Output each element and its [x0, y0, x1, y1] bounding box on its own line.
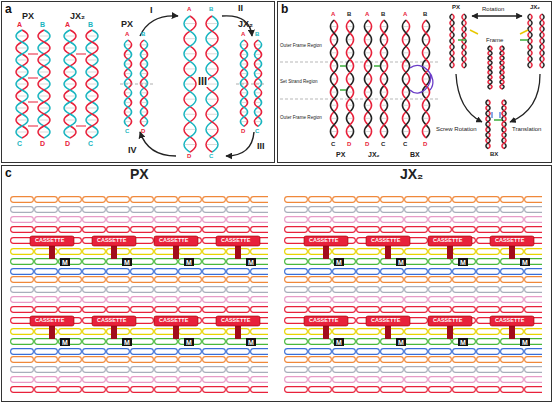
helix-drawing	[280, 14, 544, 149]
figure-label: M	[522, 259, 528, 266]
figure-label: II	[238, 4, 243, 13]
figure-label: Translation	[512, 126, 541, 132]
figure-label: CASSETTE	[371, 318, 400, 324]
figure-label: D	[141, 128, 145, 134]
figure-label: M	[398, 339, 404, 346]
figure-label: M	[248, 259, 254, 266]
figure-label: M	[522, 339, 528, 346]
figure-label: D	[187, 153, 191, 159]
figure-label: B	[209, 6, 213, 12]
figure-label: M	[124, 259, 130, 266]
figure-label: M	[336, 259, 342, 266]
figure-label: A	[125, 31, 129, 37]
figure-label: B	[88, 21, 93, 28]
transform-arrows	[456, 16, 540, 122]
figure-label: CASSETTE	[221, 238, 250, 244]
figure-label: M	[460, 259, 466, 266]
figure-label: B	[381, 11, 385, 17]
figure-label: M	[124, 339, 130, 346]
figure-label: CASSETTE	[97, 318, 126, 324]
figure-panel: b	[277, 1, 552, 163]
figure-label: PX	[22, 12, 34, 21]
helix-drawing	[16, 16, 266, 152]
figure-label: M	[460, 339, 466, 346]
figure-label: C	[125, 128, 129, 134]
figure-label: CASSETTE	[433, 318, 462, 324]
figure-label: III	[197, 76, 208, 87]
figure-label: B	[255, 31, 259, 37]
figure-label: M	[62, 339, 68, 346]
figure-label: D	[40, 140, 45, 147]
figure-label: III	[257, 142, 265, 151]
figure-label: CASSETTE	[159, 318, 188, 324]
figure-label: CASSETTE	[309, 238, 338, 244]
figure-label: CASSETTE	[433, 238, 462, 244]
figure-label: C	[17, 140, 22, 147]
figure-label: CASSETTE	[35, 318, 64, 324]
figure-label: JX₂	[368, 151, 380, 158]
panel-letter: b	[281, 3, 288, 15]
figure-label: CASSETTE	[495, 318, 524, 324]
figure-label: C	[331, 141, 335, 147]
figure-label: CASSETTE	[221, 318, 250, 324]
figure-label: PX	[336, 151, 345, 158]
step-arrows	[140, 16, 254, 156]
figure-label: C	[88, 140, 93, 147]
figure-label: Screw Rotation	[436, 126, 477, 132]
figure-label: A	[187, 6, 191, 12]
figure-label: D	[365, 141, 369, 147]
figure-label: D	[347, 141, 351, 147]
figure-label: A	[365, 11, 369, 17]
figure-label: A	[241, 31, 245, 37]
figure-label: M	[248, 339, 254, 346]
figure-label: CASSETTE	[97, 238, 126, 244]
figure-label: Outer Frame Region	[280, 116, 322, 121]
figure-label: M	[186, 259, 192, 266]
figure-label: CASSETTE	[495, 238, 524, 244]
panel-letter: a	[5, 3, 12, 15]
figure-label: CASSETTE	[159, 238, 188, 244]
figure-label: Outer Frame Region	[280, 44, 322, 49]
figure-label: CASSETTE	[309, 318, 338, 324]
figure-label: PX	[121, 20, 133, 29]
figure-label: PX	[452, 4, 460, 10]
figure-label: Frame	[486, 37, 503, 43]
figure-label: D	[65, 140, 70, 147]
figure-label: B	[141, 31, 145, 37]
figure-panel: c	[1, 165, 552, 402]
figure-label: D	[423, 141, 427, 147]
figure-label: B	[347, 11, 351, 17]
figure-label: B	[40, 21, 45, 28]
figure-label: I	[150, 6, 153, 15]
panel-letter: c	[5, 167, 12, 179]
figure-label: A	[17, 21, 22, 28]
figure-label: CASSETTE	[35, 238, 64, 244]
figure-label: A	[331, 11, 335, 17]
lattice-drawing	[10, 196, 542, 395]
figure-label: C	[209, 153, 213, 159]
figure-label: C	[381, 141, 385, 147]
figure-label: A	[403, 11, 407, 17]
figure-label: JX₂	[70, 12, 85, 21]
figure-label: M	[336, 339, 342, 346]
figure-label: JX₂	[530, 4, 540, 10]
figure-label: JX₂	[238, 20, 253, 29]
figure-label: JX₂	[400, 167, 423, 181]
figure-label: PX	[130, 167, 149, 181]
figure-label: C	[255, 128, 259, 134]
figure-label: M	[398, 259, 404, 266]
figure-label: B	[423, 11, 427, 17]
figure-label: IV	[128, 146, 137, 155]
figure-label: Rotation	[482, 6, 504, 12]
figure-label: D	[241, 128, 245, 134]
figure-label: C	[403, 141, 407, 147]
figure-label: BX	[410, 151, 420, 158]
figure-label: BX	[490, 151, 498, 157]
figure-label: M	[186, 339, 192, 346]
figure-label: M	[62, 259, 68, 266]
figure-label: Set Strand Region	[280, 80, 318, 85]
figure-label: A	[65, 21, 70, 28]
figure-label: CASSETTE	[371, 238, 400, 244]
